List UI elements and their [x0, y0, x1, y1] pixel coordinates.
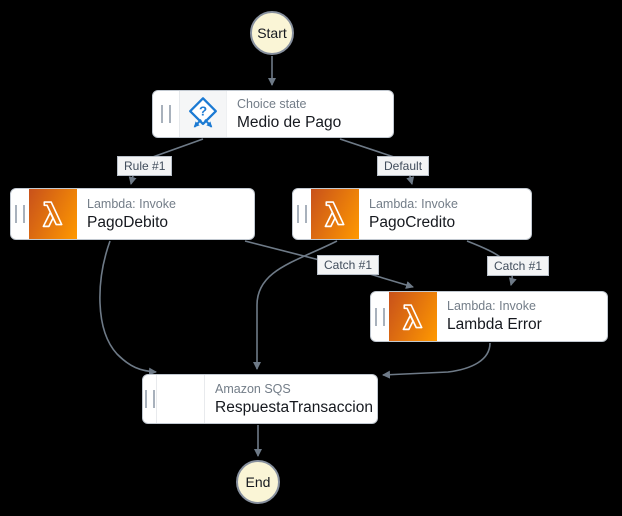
- state-medio-de-pago[interactable]: ? Choice state Medio de Pago: [152, 90, 394, 138]
- drag-handle[interactable]: [371, 292, 389, 341]
- edge-lambdaerror-sqs: [382, 342, 491, 379]
- state-type-label: Lambda: Invoke: [447, 299, 536, 313]
- grip-icon: [375, 307, 385, 326]
- state-pagocredito[interactable]: Lambda: Invoke PagoCredito: [292, 188, 532, 240]
- edge-label-default[interactable]: Default: [377, 156, 430, 176]
- state-respuestatransaccion[interactable]: Amazon SQS RespuestaTransaccion: [142, 374, 378, 424]
- end-node[interactable]: End: [236, 460, 280, 504]
- edge-pagodebito-sqs: [99, 240, 157, 376]
- state-lambda-error[interactable]: Lambda: Invoke Lambda Error: [370, 291, 608, 342]
- edge-label-catch-right[interactable]: Catch #1: [487, 256, 550, 276]
- state-type-label: Amazon SQS: [215, 381, 291, 396]
- svg-text:?: ?: [199, 103, 207, 118]
- sqs-icon-placeholder: [156, 375, 205, 423]
- grip-icon: [15, 205, 25, 223]
- state-pagodebito[interactable]: Lambda: Invoke PagoDebito: [10, 188, 255, 240]
- start-node[interactable]: Start: [250, 11, 294, 55]
- state-type-label: Choice state: [237, 96, 307, 111]
- state-name: RespuestaTransaccion: [215, 398, 373, 416]
- state-name: Lambda Error: [447, 316, 542, 333]
- lambda-icon: [29, 189, 77, 239]
- start-label: Start: [257, 25, 287, 41]
- edge-label-catch-left[interactable]: Catch #1: [317, 255, 380, 275]
- choice-icon: ?: [179, 91, 227, 137]
- end-label: End: [245, 474, 271, 490]
- state-type-label: Lambda: Invoke: [87, 196, 176, 211]
- lambda-icon: [311, 189, 359, 239]
- edge-pagocredito-sqs: [253, 240, 338, 370]
- drag-handle[interactable]: [11, 189, 29, 239]
- state-name: PagoCredito: [369, 213, 456, 231]
- drag-handle[interactable]: [293, 189, 311, 239]
- drag-handle[interactable]: [143, 375, 156, 423]
- state-type-label: Lambda: Invoke: [369, 196, 458, 211]
- grip-icon: [144, 390, 155, 408]
- grip-icon: [161, 105, 171, 123]
- state-name: PagoDebito: [87, 213, 169, 231]
- grip-icon: [297, 205, 307, 223]
- state-name: Medio de Pago: [237, 113, 342, 131]
- drag-handle[interactable]: [153, 91, 179, 137]
- lambda-icon: [389, 292, 437, 341]
- edge-label-rule1[interactable]: Rule #1: [117, 156, 173, 176]
